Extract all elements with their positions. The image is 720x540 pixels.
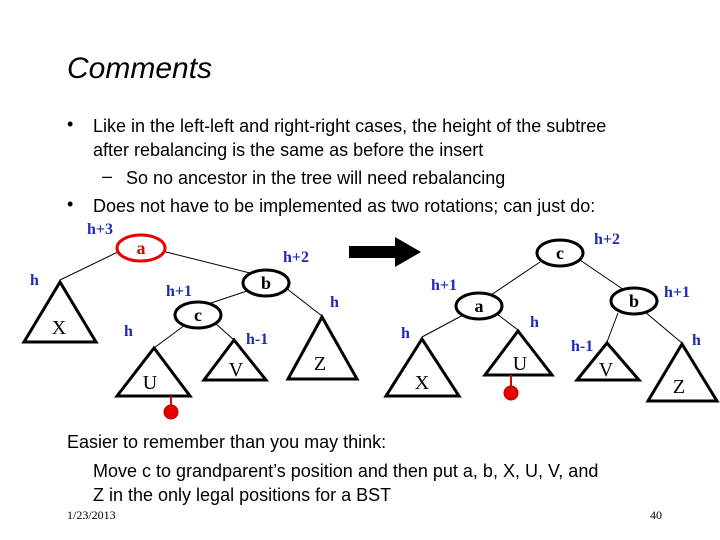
left-insert-dot-icon <box>163 404 179 420</box>
right-label-a: h+1 <box>431 277 457 294</box>
right-node-b <box>609 286 659 316</box>
edge <box>496 313 519 331</box>
right-subtree-X-label: X <box>415 372 430 394</box>
subtree-U <box>482 328 556 377</box>
left-subtree-X-label: X <box>52 317 67 339</box>
footer-date: 1/23/2013 <box>67 508 116 522</box>
edge <box>214 322 235 341</box>
sub-bullet-1: So no ancestor in the tree will need reb… <box>126 168 506 188</box>
left-label-U: h <box>124 323 133 340</box>
left-label-X: h <box>30 272 39 289</box>
bottom-heading: Easier to remember than you may think: <box>67 432 387 452</box>
edge <box>285 287 323 317</box>
right-label-X: h <box>401 325 410 342</box>
right-node-b-label: b <box>629 291 639 311</box>
left-tree-subtrees <box>21 279 360 398</box>
left-node-c-label: c <box>194 305 202 325</box>
left-node-b <box>241 268 291 298</box>
right-label-b: h+1 <box>664 284 690 301</box>
left-node-b-label: b <box>261 273 271 293</box>
left-subtree-U-label: U <box>143 372 158 394</box>
edge <box>204 289 251 306</box>
transform-arrow-icon <box>349 237 421 267</box>
left-label-Z: h <box>330 294 339 311</box>
bottom-line-3: Z in the only legal positions for a BST <box>93 485 392 505</box>
right-subtree-V-label: V <box>599 359 614 381</box>
sub-bullet-dash: – <box>102 166 113 186</box>
left-subtree-V-label: V <box>229 359 244 381</box>
right-node-a-label: a <box>475 296 484 316</box>
bullet-1: Like in the left-left and right-right ca… <box>93 114 703 162</box>
edge <box>421 313 466 338</box>
left-label-c: h+1 <box>166 283 192 300</box>
right-label-V: h-1 <box>571 338 593 355</box>
subtree-Z <box>285 313 360 381</box>
right-subtree-Z-label: Z <box>673 376 685 398</box>
edge <box>606 312 619 343</box>
subtree-Z <box>645 341 720 403</box>
edge <box>644 311 683 344</box>
bullet-1-line-2: after rebalancing is the same as before … <box>93 140 484 160</box>
left-node-c <box>173 300 223 330</box>
right-label-c: h+2 <box>594 231 620 248</box>
right-node-a <box>454 291 504 321</box>
right-insert-dot-icon <box>503 385 519 401</box>
subtree-V <box>573 340 643 382</box>
edge <box>59 249 123 281</box>
footer-page-number: 40 <box>650 508 662 522</box>
right-tree-edges <box>421 259 683 344</box>
right-subtree-U-label: U <box>513 353 528 375</box>
right-node-c-label: c <box>556 243 564 263</box>
left-label-b: h+2 <box>283 249 309 266</box>
edge <box>487 261 541 298</box>
left-label-a: h+3 <box>87 221 113 238</box>
bullet-dot: • <box>67 114 74 134</box>
right-tree-subtrees <box>383 328 720 403</box>
bullet-2: Does not have to be implemented as two r… <box>93 196 596 216</box>
subtree-V <box>201 337 270 382</box>
right-label-U: h <box>530 314 539 331</box>
bullet-dot: • <box>67 194 74 214</box>
slide-title: Comments <box>67 52 213 85</box>
edge <box>579 259 625 291</box>
bottom-line-2: Move c to grandparent’s position and the… <box>93 461 599 481</box>
subtree-U <box>113 345 193 398</box>
subtree-X <box>21 279 99 344</box>
left-node-a <box>115 233 167 263</box>
left-tree-edges <box>59 249 323 349</box>
left-node-a-label: a <box>137 238 146 258</box>
bullet-1-line-1: Like in the left-left and right-right ca… <box>93 116 607 136</box>
left-subtree-Z-label: Z <box>314 353 326 375</box>
right-label-Z: h <box>692 332 701 349</box>
subtree-X <box>383 336 462 398</box>
right-node-c <box>535 238 585 268</box>
edge <box>157 249 259 276</box>
left-label-V: h-1 <box>246 331 268 348</box>
edge <box>153 324 186 349</box>
